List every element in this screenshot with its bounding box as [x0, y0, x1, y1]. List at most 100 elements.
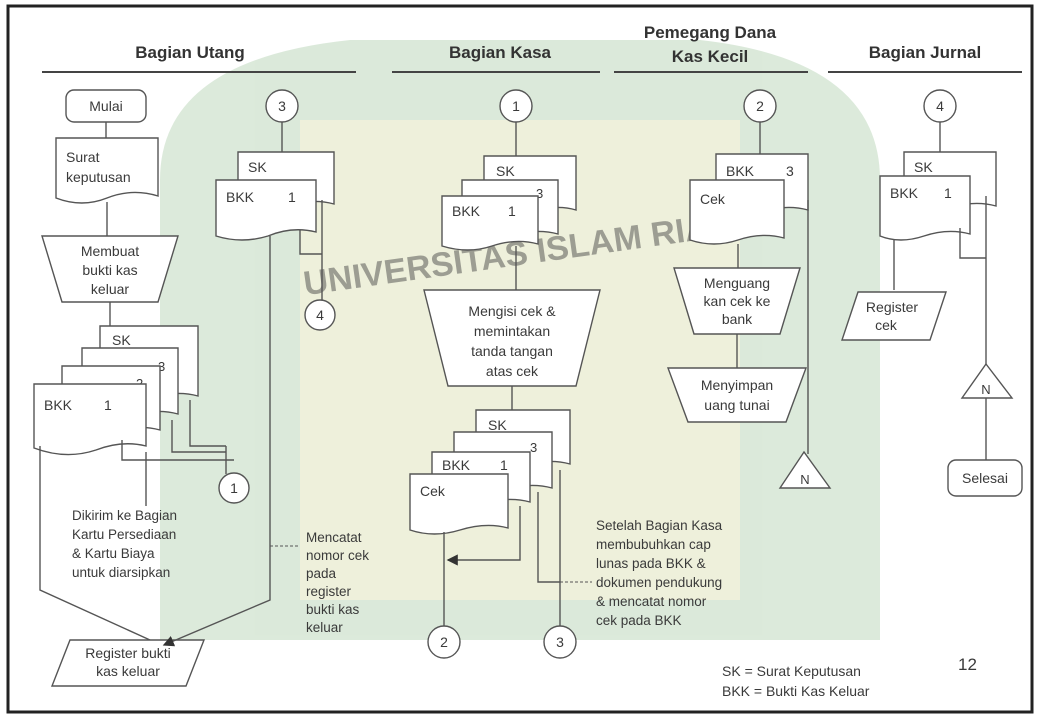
connector-4 [304, 299, 336, 331]
flow-line [121, 440, 234, 461]
menyimpan-uang-operation [666, 367, 808, 423]
connector-label: 1 [512, 98, 520, 114]
doc-copy-label: 1 [500, 457, 508, 473]
legend-sk: SK = Surat Keputusan [722, 663, 861, 679]
doc-copy-label: 1 [288, 189, 296, 205]
doc-bkk-top [215, 179, 317, 241]
dikirim-note: & Kartu Biaya [72, 546, 155, 561]
doc-copy-label: 1 [944, 185, 952, 201]
doc-sk-label: SK [112, 332, 131, 348]
doc-copy-label: 1 [104, 397, 112, 413]
doc-copy-label: 3 [158, 359, 165, 374]
flow-line [171, 420, 226, 453]
flow-line [162, 236, 271, 647]
header-kas-kecil: Kas Kecil [672, 47, 749, 66]
mencatat-note: keluar [306, 620, 343, 635]
setelah-note: & mencatat nomor [596, 594, 707, 609]
mengisi-label: atas cek [486, 363, 539, 379]
register-cek [841, 291, 947, 341]
setelah-note: membubuhkan cap [596, 537, 711, 552]
doc-bkk-jurnal [879, 175, 971, 241]
flow-line [537, 492, 560, 583]
surat-keputusan-document [55, 137, 159, 204]
register-label: cek [875, 317, 898, 333]
menyimpan-label: Menyimpan [701, 377, 773, 393]
mencatat-note: pada [306, 566, 337, 581]
menguang-cek-operation [673, 267, 801, 335]
flow-line [39, 446, 151, 641]
utang-column: Mulai Surat keputusan Membuat bukti kas … [33, 89, 369, 687]
menguang-label: bank [722, 311, 753, 327]
doc-bkk-label: BKK [226, 189, 255, 205]
doc-copy-label: 3 [530, 440, 537, 455]
membuat-label: Membuat [81, 243, 139, 259]
connector-label: 2 [440, 634, 448, 650]
selesai-terminator [947, 459, 1023, 497]
connector-label: 4 [316, 307, 324, 323]
setelah-note: Setelah Bagian Kasa [596, 518, 723, 533]
flow-line [959, 228, 986, 259]
connector-2 [427, 625, 461, 659]
jurnal-column: 4 SK BKK 1 Register cek N Selesai [841, 89, 1023, 497]
dikirim-note: untuk diarsipkan [72, 565, 170, 580]
file-label: N [800, 472, 809, 487]
doc-copy-label: 3 [536, 186, 543, 201]
connector-label: 2 [756, 98, 764, 114]
surat-label: keputusan [66, 169, 131, 185]
doc-cek-pemegang [689, 179, 785, 245]
header-bagian-utang: Bagian Utang [135, 43, 245, 62]
file-label: N [981, 382, 990, 397]
flow-line [446, 506, 521, 566]
setelah-note: cek pada BKK [596, 613, 682, 628]
register-label: Register [866, 299, 918, 315]
page-number: 12 [958, 655, 977, 674]
legend-bkk: BKK = Bukti Kas Keluar [722, 683, 870, 699]
slide-border [6, 4, 1034, 714]
mencatat-note: bukti kas [306, 602, 360, 617]
connector-1 [218, 472, 250, 504]
mengisi-label: Mengisi cek & [468, 303, 556, 319]
doc-sk-label: SK [496, 163, 515, 179]
connector-label: 4 [936, 98, 944, 114]
header-bagian-jurnal: Bagian Jurnal [869, 43, 981, 62]
doc-bkk-label: BKK [442, 457, 471, 473]
register-label: Register bukti [85, 645, 171, 661]
doc-bkk [33, 383, 147, 456]
doc-sk-label: SK [488, 417, 507, 433]
mengisi-label: tanda tangan [471, 343, 553, 359]
doc-bkk-label: BKK [726, 163, 755, 179]
pemegang-column: 2 BKK 3 Cek Menguang kan cek ke bank Men… [666, 89, 832, 489]
file-n-jurnal [960, 362, 1014, 399]
doc-cek-label: Cek [420, 483, 446, 499]
mencatat-note: nomor cek [306, 548, 369, 563]
mencatat-note: Mencatat [306, 530, 362, 545]
doc-bkk-kasa [441, 195, 539, 251]
connector-3 [543, 625, 577, 659]
setelah-note: lunas pada BKK & [596, 556, 706, 571]
doc-sk-label: SK [914, 159, 933, 175]
dikirim-note: Kartu Persediaan [72, 527, 176, 542]
doc-copy-label: 3 [786, 163, 794, 179]
connector-label: 1 [230, 480, 238, 496]
selesai-label: Selesai [962, 470, 1008, 486]
doc-bkk-label: BKK [44, 397, 73, 413]
menyimpan-label: uang tunai [704, 397, 769, 413]
dikirim-note: Dikirim ke Bagian [72, 508, 177, 523]
membuat-label: bukti kas [82, 262, 137, 278]
header-pemegang-dana: Pemegang Dana [644, 23, 777, 42]
doc-bkk-label: BKK [890, 185, 919, 201]
file-n-pemegang [778, 450, 832, 489]
header-bagian-kasa: Bagian Kasa [449, 43, 552, 62]
doc-cek-label: Cek [700, 191, 726, 207]
mencatat-note: register [306, 584, 352, 599]
doc-bkk-label: BKK [452, 203, 481, 219]
menguang-label: Menguang [704, 275, 770, 291]
doc-cek [409, 473, 509, 535]
register-label: kas keluar [96, 663, 160, 679]
mengisi-cek-operation [423, 289, 601, 387]
membuat-bkk-operation [41, 235, 179, 303]
kasa-column: 1 SK 3 BKK 1 Mengisi cek & memintakan ta… [409, 89, 723, 659]
connector-label: 3 [556, 634, 564, 650]
